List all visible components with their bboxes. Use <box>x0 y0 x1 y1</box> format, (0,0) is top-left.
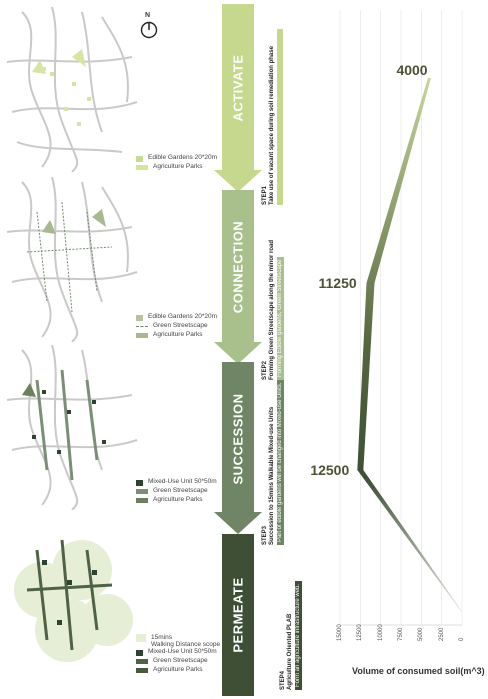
legend-item: Agriculture Parks <box>136 331 217 340</box>
legend-item: Green Streetscape <box>136 322 217 331</box>
legend-swatch <box>136 155 143 162</box>
stage-succession: SUCCESSION <box>214 362 262 534</box>
legend-swatch <box>136 668 148 673</box>
x-tick-label: 2500 <box>438 627 445 641</box>
stage-arrow-tip <box>214 342 262 364</box>
data-label: 11250 <box>318 275 357 291</box>
legend-item: Green Streetscape <box>136 657 220 666</box>
compass-icon <box>140 21 158 39</box>
legend-activate: Edible Gardens 20*20m Agriculture Parks <box>136 154 217 172</box>
x-tick-label: 0 <box>459 637 465 641</box>
stage-activate: ACTIVATE <box>214 4 262 192</box>
stage-arrow-tip <box>214 170 262 192</box>
legend-item: Agriculture Parks <box>136 666 220 675</box>
stage-bar <box>222 190 254 342</box>
legend-permeate: 15mins Walking Distance scope Mixed-Use … <box>136 634 220 675</box>
map-connection <box>6 176 138 342</box>
legend-swatch <box>136 489 148 494</box>
stage-bar <box>222 4 254 170</box>
stage-arrow-tip <box>214 512 262 534</box>
legend-swatch <box>136 659 148 664</box>
legend-item: 15mins Walking Distance scope <box>136 634 220 648</box>
x-tick-label: 10000 <box>377 624 384 641</box>
x-tick-label: 7500 <box>398 627 404 641</box>
x-axis-title: Volume of consumed soil(m^3) <box>352 666 485 676</box>
map-activate <box>6 6 138 172</box>
map-succession <box>6 344 138 510</box>
stage-bar <box>222 534 254 696</box>
data-label: 4000 <box>396 62 428 78</box>
legend-item: Mixed-Use Unit 50*50m <box>136 648 220 657</box>
x-tick-label: 12500 <box>357 624 364 641</box>
legend-item: Agriculture Parks <box>136 496 217 505</box>
x-tick-label: 5000 <box>418 627 425 641</box>
legend-succession: Mixed-Use Unit 50*50m Green Streetscape … <box>136 478 217 505</box>
series-line <box>357 78 463 612</box>
legend-swatch <box>136 634 146 642</box>
legend-item: Mixed-Use Unit 50*50m <box>136 478 217 487</box>
legend-item: Edible Gardens 20*20m <box>136 313 217 322</box>
compass: N <box>140 12 158 40</box>
map-permeate <box>14 539 133 662</box>
legend-item: Green Streetscape <box>136 487 217 496</box>
stage-permeate: PERMEATE <box>222 534 254 696</box>
legend-swatch <box>136 165 148 170</box>
legend-connection: Edible Gardens 20*20m Green Streetscape … <box>136 313 217 340</box>
legend-swatch <box>136 479 143 486</box>
legend-item: Agriculture Parks <box>136 163 217 172</box>
x-tick-label: 15000 <box>337 624 343 641</box>
stage-bar <box>222 362 254 512</box>
legend-swatch <box>136 326 148 327</box>
legend-swatch <box>136 333 148 338</box>
compass-label: N <box>145 12 151 19</box>
legend-swatch <box>136 314 143 321</box>
legend-swatch <box>136 498 148 503</box>
stage-connection: CONNECTION <box>214 190 262 364</box>
legend-item: Edible Gardens 20*20m <box>136 154 217 163</box>
legend-swatch <box>136 649 143 656</box>
data-label: 12500 <box>310 462 350 478</box>
